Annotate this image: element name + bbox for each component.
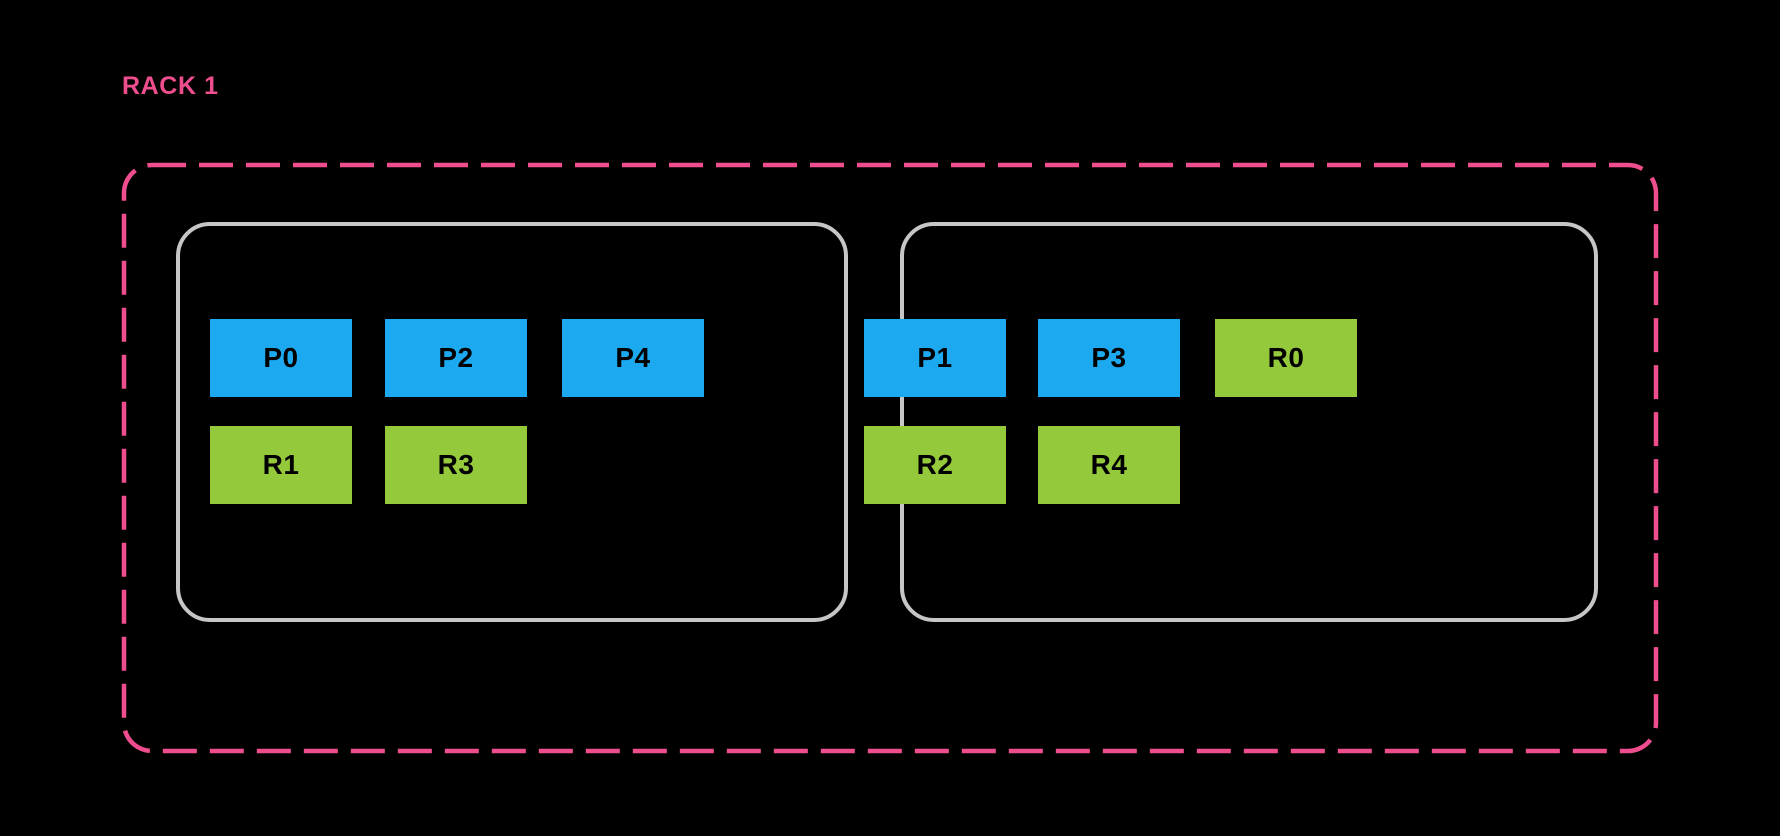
cell-p2[interactable]: P2 [385, 319, 527, 397]
rack-label: RACK 1 [122, 72, 219, 100]
cell-r0[interactable]: R0 [1215, 319, 1357, 397]
cell-p1[interactable]: P1 [864, 319, 1006, 397]
node-group-0 [176, 222, 848, 622]
cell-p0[interactable]: P0 [210, 319, 352, 397]
cell-r2[interactable]: R2 [864, 426, 1006, 504]
cell-r4[interactable]: R4 [1038, 426, 1180, 504]
cell-p3[interactable]: P3 [1038, 319, 1180, 397]
cell-r3[interactable]: R3 [385, 426, 527, 504]
cell-p4[interactable]: P4 [562, 319, 704, 397]
rack-boundary [121, 162, 1659, 754]
node-group-1 [900, 222, 1598, 622]
cell-r1[interactable]: R1 [210, 426, 352, 504]
